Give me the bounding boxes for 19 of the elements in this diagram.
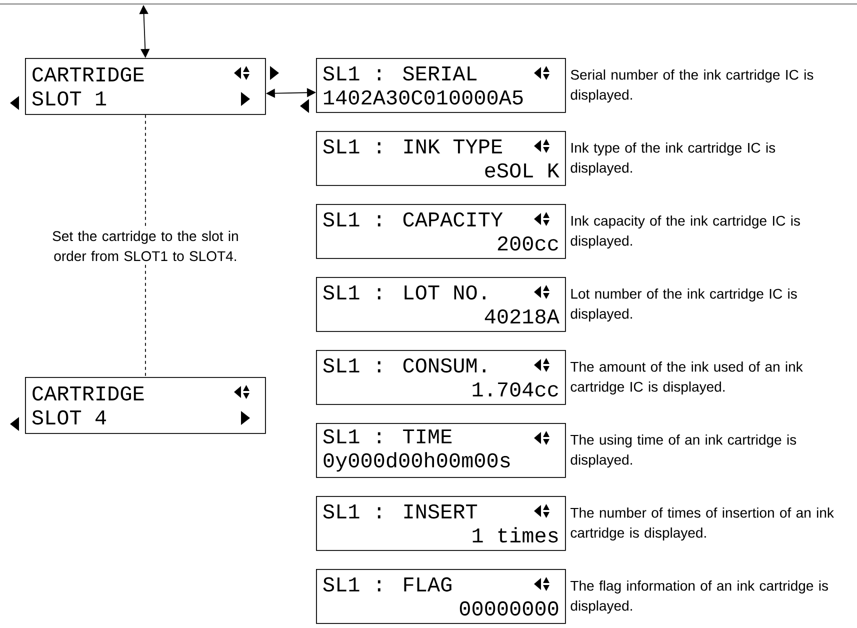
- lcd-display-box: SL1 : CAPACITY 200cc: [316, 204, 566, 259]
- lcd-display-box: SL1 : LOT NO. 40218A: [316, 277, 566, 332]
- lcd-display-box: SL1 : CONSUM. 1.704cc: [316, 350, 566, 405]
- description-text: The using time of an ink cartridge is displayed.: [570, 434, 796, 468]
- description-text: The flag information of an ink cartridge is displayed.: [570, 580, 828, 614]
- edge-label: Set the cartridge to the slot in order from SLOT1 to SLOT4.: [52, 230, 238, 262]
- description-text: Ink capacity of the ink cartridge IC is displayed.: [570, 215, 800, 249]
- lcd-display-box: CARTRIDGE SLOT 1: [25, 58, 266, 115]
- lcd-display-box: SL1 : SERIAL 1402A30C010000A5: [316, 58, 566, 113]
- description-text: Ink type of the ink cartridge IC is displayed.: [570, 142, 776, 176]
- lcd-display-box: SL1 : INK TYPE eSOL K: [316, 131, 566, 186]
- description-text: The amount of the ink used of an ink cartridge IC is displayed.: [570, 361, 803, 395]
- lcd-display-box: CARTRIDGE SLOT 4: [25, 377, 266, 434]
- lcd-display-box: SL1 : INSERT 1 times: [316, 496, 566, 551]
- description-text: The number of times of insertion of an ink cartridge is displayed.: [570, 507, 834, 541]
- description-text: Lot number of the ink cartridge IC is displayed.: [570, 288, 797, 322]
- lcd-display-box: SL1 : TIME 0y000d00h00m00s: [316, 423, 566, 478]
- description-text: Serial number of the ink cartridge IC is displayed.: [570, 69, 814, 103]
- lcd-display-box: SL1 : FLAG 00000000: [316, 569, 566, 624]
